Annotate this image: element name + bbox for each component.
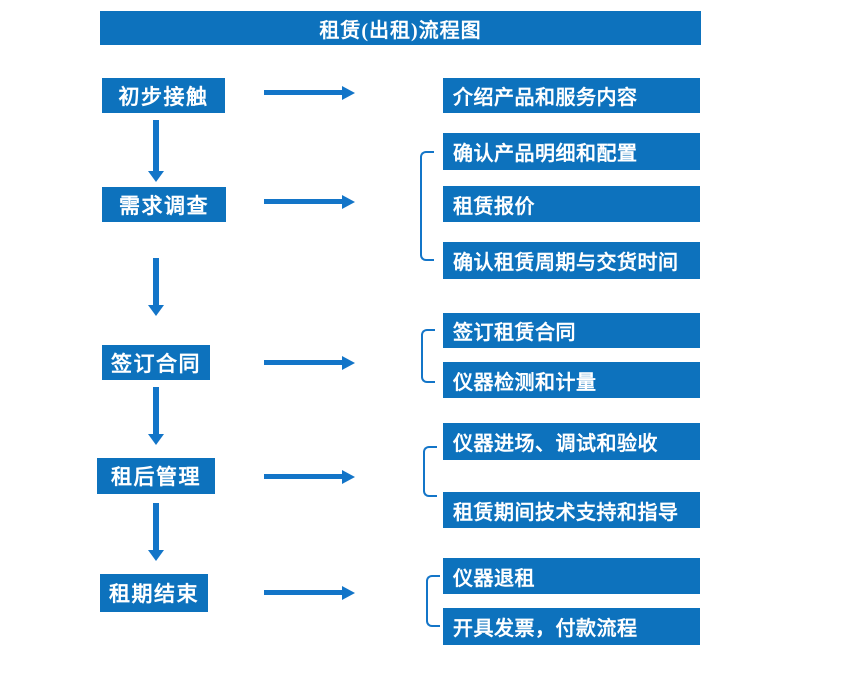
arrow-shaft [153, 503, 159, 550]
step-box-post-rental-management: 租后管理 [97, 458, 215, 494]
detail-box-rental-tech-support: 租赁期间技术支持和指导 [443, 492, 700, 528]
arrow-head-icon [148, 550, 164, 561]
title-bar: 租赁(出租)流程图 [100, 11, 701, 45]
group-bracket-step2 [420, 151, 434, 261]
arrow-down-step3-step4 [148, 387, 164, 445]
arrow-shaft [264, 199, 342, 204]
step-box-sign-contract: 签订合同 [102, 345, 210, 380]
arrow-head-icon [342, 356, 355, 370]
detail-box-introduce-services: 介绍产品和服务内容 [443, 78, 700, 113]
group-bracket-step4 [423, 446, 437, 497]
group-bracket-step3 [421, 329, 435, 383]
arrow-shaft [153, 120, 159, 171]
arrow-shaft [264, 360, 342, 365]
page-title: 租赁(出租)流程图 [319, 19, 482, 42]
detail-box-confirm-period-delivery: 确认租赁周期与交货时间 [443, 242, 700, 279]
detail-box-sign-rental-contract: 签订租赁合同 [443, 313, 700, 348]
arrow-head-icon [148, 171, 164, 182]
arrow-right-step1 [264, 86, 355, 100]
detail-box-instrument-setup-acceptance: 仪器进场、调试和验收 [443, 423, 700, 460]
detail-box-invoice-payment: 开具发票，付款流程 [443, 608, 700, 645]
detail-box-instrument-return: 仪器退租 [443, 558, 700, 594]
step-box-demand-survey: 需求调查 [102, 187, 226, 222]
arrow-head-icon [342, 195, 355, 209]
arrow-shaft [153, 258, 159, 305]
arrow-down-step2-step3 [148, 258, 164, 316]
arrow-head-icon [342, 586, 355, 600]
arrow-shaft [264, 90, 342, 95]
arrow-head-icon [148, 305, 164, 316]
step-box-rental-end: 租期结束 [100, 574, 208, 612]
arrow-head-icon [148, 434, 164, 445]
arrow-right-step3 [264, 356, 355, 370]
detail-box-confirm-product-config: 确认产品明细和配置 [443, 133, 700, 170]
arrow-head-icon [342, 86, 355, 100]
group-bracket-step5 [426, 575, 440, 627]
step-box-initial-contact: 初步接触 [102, 78, 225, 113]
detail-box-rental-quote: 租赁报价 [443, 186, 700, 222]
arrow-shaft [264, 474, 342, 479]
arrow-right-step2 [264, 195, 355, 209]
arrow-down-step1-step2 [148, 120, 164, 182]
arrow-right-step5 [264, 586, 355, 600]
arrow-shaft [264, 590, 342, 595]
arrow-down-step4-step5 [148, 503, 164, 561]
arrow-right-step4 [264, 470, 355, 484]
detail-box-instrument-inspection: 仪器检测和计量 [443, 362, 700, 398]
arrow-head-icon [342, 470, 355, 484]
arrow-shaft [153, 387, 159, 434]
